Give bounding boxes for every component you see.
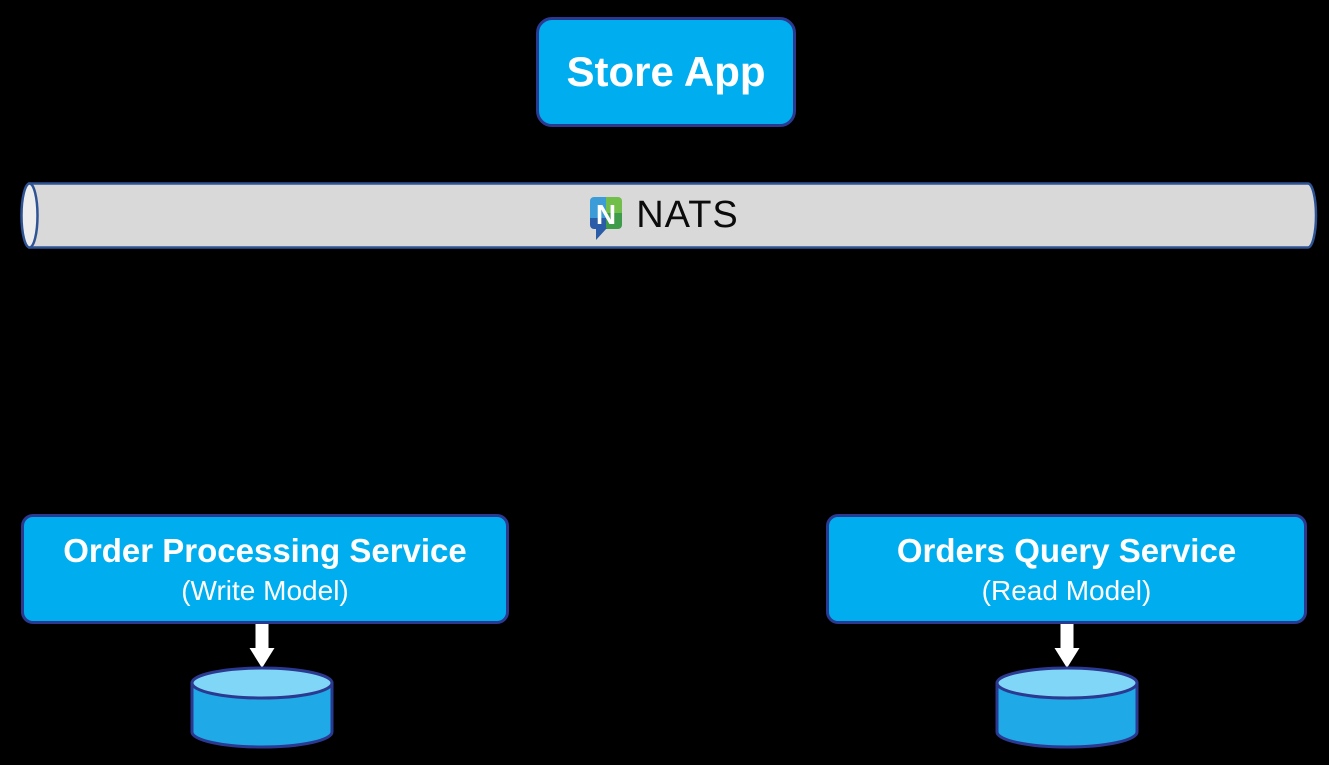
orders-query-subtitle: (Read Model) bbox=[981, 575, 1152, 606]
node-orders-query-service: Orders Query Service (Read Model) bbox=[826, 514, 1307, 624]
write-database-icon bbox=[190, 666, 334, 749]
nats-pipe-left-cap bbox=[20, 182, 39, 249]
arrow-down-icon bbox=[249, 624, 275, 668]
arrow-down-icon bbox=[1054, 624, 1080, 668]
nats-pipe-body bbox=[28, 182, 1318, 249]
database-body bbox=[190, 681, 334, 749]
database-top bbox=[995, 666, 1139, 700]
order-processing-title: Order Processing Service bbox=[63, 532, 467, 569]
database-body bbox=[995, 681, 1139, 749]
node-order-processing-service: Order Processing Service (Write Model) bbox=[21, 514, 509, 624]
nats-pipe bbox=[20, 182, 1318, 249]
database-top bbox=[190, 666, 334, 700]
read-database-icon bbox=[995, 666, 1139, 749]
store-app-label: Store App bbox=[566, 48, 766, 95]
orders-query-title: Orders Query Service bbox=[896, 532, 1237, 569]
node-store-app: Store App bbox=[536, 17, 796, 127]
order-processing-subtitle: (Write Model) bbox=[181, 575, 349, 606]
